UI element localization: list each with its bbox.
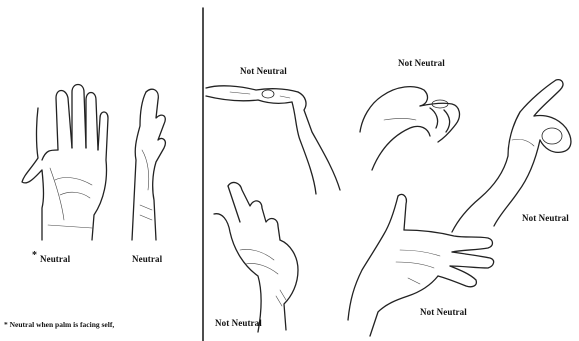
label-not-neutral-top-center: Not Neutral — [398, 58, 445, 68]
label-neutral-side: Neutral — [132, 254, 162, 264]
footnote-marker-neutral: * — [32, 250, 37, 261]
ok-gesture-hand — [452, 80, 571, 232]
footnote: * Neutral when palm is facing self, — [4, 320, 194, 341]
footnote-marker: * — [4, 320, 8, 329]
label-not-neutral-bottom-center: Not Neutral — [420, 307, 467, 317]
flexed-wrist-hand — [206, 86, 340, 194]
extended-back-hand — [214, 183, 298, 332]
neutral-palm-hand — [22, 85, 108, 241]
label-neutral-front: Neutral — [40, 254, 70, 264]
label-not-neutral-bottom-left: Not Neutral — [215, 318, 262, 328]
bent-fingers-hand — [360, 87, 459, 170]
footnote-text: Neutral when palm is facing self, — [10, 320, 115, 329]
label-not-neutral-top-left: Not Neutral — [240, 66, 287, 76]
neutral-side-hand — [132, 89, 165, 240]
label-not-neutral-right: Not Neutral — [522, 213, 569, 223]
